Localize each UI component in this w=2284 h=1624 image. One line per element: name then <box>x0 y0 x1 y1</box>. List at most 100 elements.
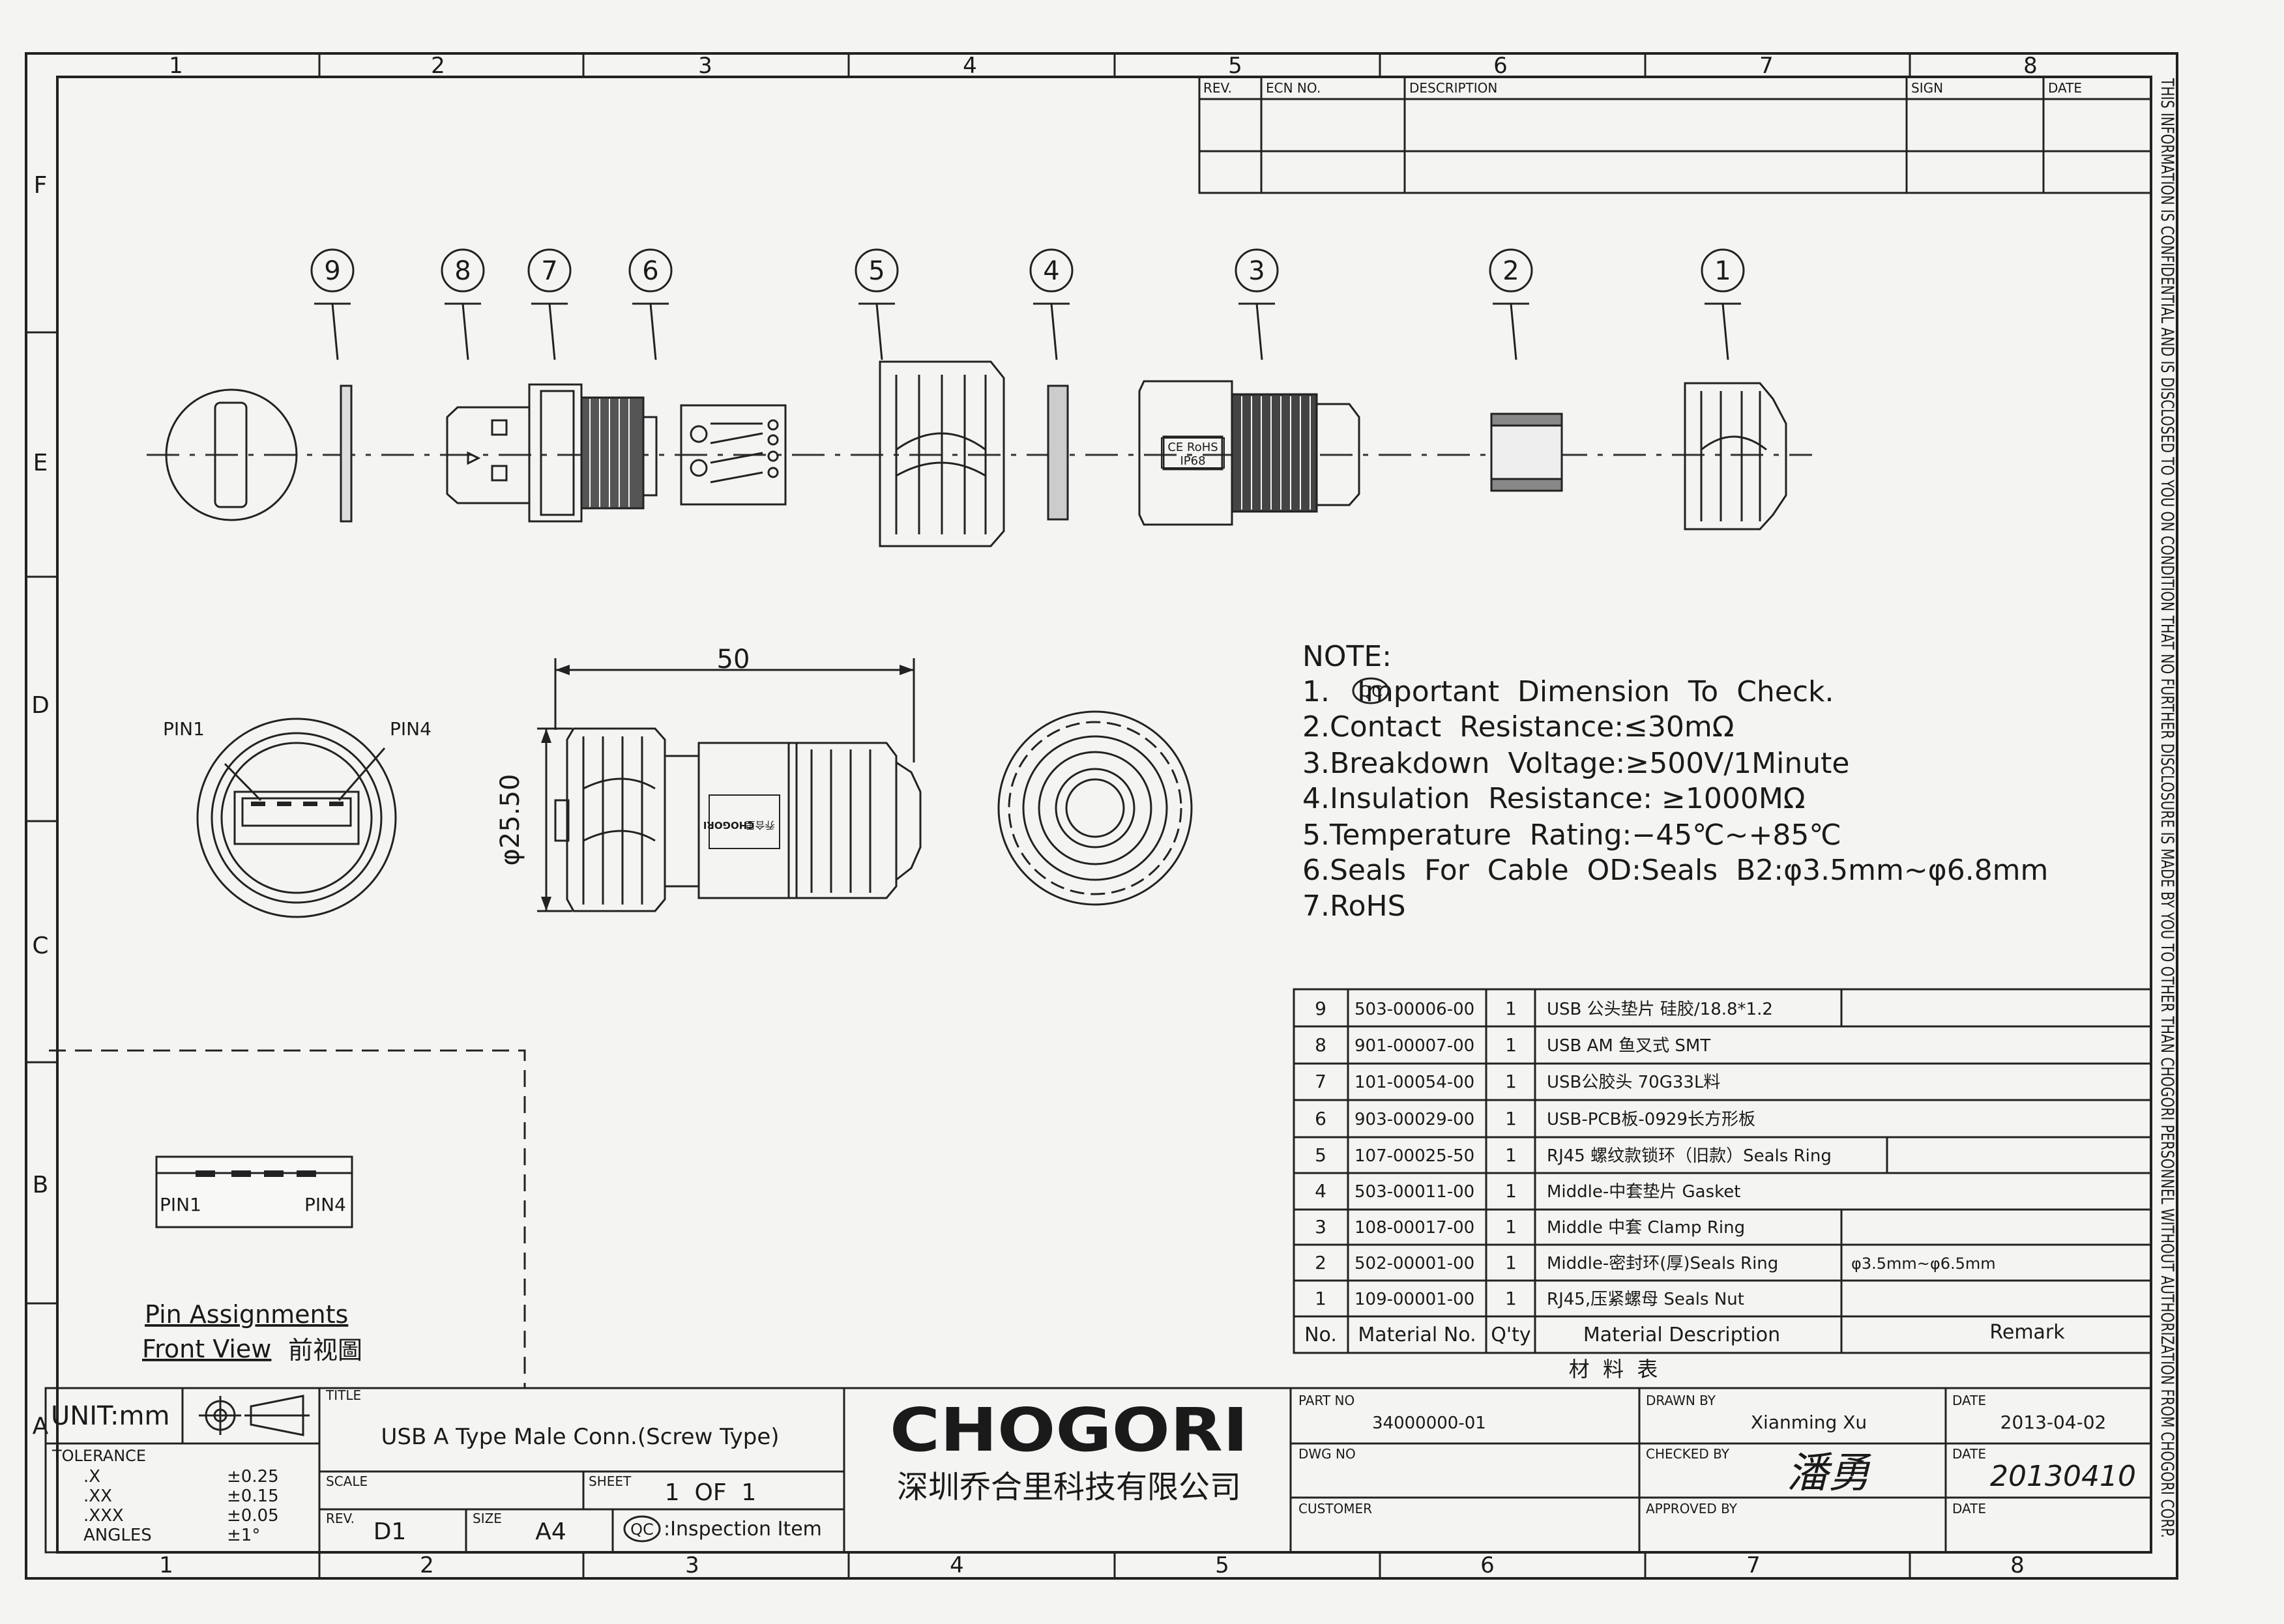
bom-no: 6 <box>1315 1108 1326 1129</box>
bom-description: RJ45 螺纹款锁环（旧款）Seals Ring <box>1547 1146 1832 1166</box>
bom-qty: 1 <box>1505 1288 1517 1309</box>
bom-description: RJ45,压紧螺母 Seals Nut <box>1547 1290 1744 1309</box>
bom-qty: 1 <box>1505 1108 1517 1129</box>
date-checked-value: 20130410 <box>1990 1460 2136 1493</box>
part-no-label: PART NO <box>1298 1393 1354 1408</box>
table-row: 6 903-00029-00 1 USB-PCB板-0929长方形板 <box>1315 1108 1755 1129</box>
qc-symbol-note <box>1352 677 1390 704</box>
dimension-arrows <box>541 665 914 911</box>
drawn-by-value: Xianming Xu <box>1751 1412 1867 1433</box>
zone-left-label: F <box>34 172 48 199</box>
note-1: 1. Important Dimension To Check. <box>1302 675 1834 708</box>
notes-block: NOTE: 1. Important Dimension To Check. 2… <box>1302 640 2048 923</box>
bom-rows: 9 503-00006-00 1 USB 公头垫片 硅胶/18.8*1.2 8 … <box>1304 998 2065 1346</box>
scale-label: SCALE <box>326 1473 368 1489</box>
bom-material-no: 502-00001-00 <box>1354 1254 1474 1273</box>
tolerance-label: TOLERANCE <box>51 1447 146 1465</box>
pin-assignment-pin4: PIN4 <box>304 1194 346 1215</box>
side-view-brand-cn: 乔合里 <box>745 819 774 831</box>
company-name-cn: 深圳乔合里科技有限公司 <box>897 1469 1241 1505</box>
bom-material-no: 107-00025-50 <box>1354 1146 1474 1166</box>
table-row: 1 109-00001-00 1 RJ45,压紧螺母 Seals Nut <box>1315 1288 1744 1309</box>
bom-material-no: 109-00001-00 <box>1354 1290 1474 1309</box>
pin-assignment-pin1: PIN1 <box>160 1194 201 1215</box>
zone-bottom-label: 7 <box>1746 1552 1761 1578</box>
title-block <box>44 1387 2152 1554</box>
qc-symbol-text: QC <box>1359 682 1383 701</box>
bom-description: USB-PCB板-0929长方形板 <box>1547 1110 1755 1129</box>
revision-block: REV. ECN NO. DESCRIPTION SIGN DATE <box>1198 76 2152 194</box>
tolerance-key: .XXX <box>83 1506 124 1526</box>
zone-bottom-label: 6 <box>1480 1552 1495 1578</box>
rev-label: REV. <box>326 1511 355 1526</box>
qc-inspection-note: :Inspection Item <box>664 1518 822 1541</box>
checked-by-label: CHECKED BY <box>1646 1446 1730 1462</box>
bom-no: 9 <box>1315 998 1326 1019</box>
bom-header-qty: Q'ty <box>1491 1324 1530 1346</box>
zone-top-label: 2 <box>431 53 445 79</box>
customer-label: CUSTOMER <box>1298 1501 1372 1516</box>
date-drawn-value: 2013-04-02 <box>2000 1412 2107 1433</box>
title-label: TITLE <box>325 1387 361 1403</box>
zone-top-label: 6 <box>1493 53 1508 79</box>
table-row: 8 901-00007-00 1 USB AM 鱼叉式 SMT <box>1315 1034 1710 1056</box>
size-value: A4 <box>535 1518 566 1545</box>
rev-value: D1 <box>373 1518 407 1545</box>
table-row: 3 108-00017-00 1 Middle 中套 Clamp Ring <box>1315 1216 1745 1238</box>
balloon-number: 7 <box>541 256 557 286</box>
connector-side-view <box>537 658 922 912</box>
note-7: 7.RoHS <box>1302 890 1406 923</box>
date-checked-label: DATE <box>1952 1446 1986 1462</box>
exploded-parts <box>165 360 1787 547</box>
zone-top-label: 4 <box>963 53 977 79</box>
length-dimension: 50 <box>717 645 750 674</box>
bom-material-no: 503-00011-00 <box>1354 1182 1474 1202</box>
front-view-caption-cn: 前视圖 <box>288 1336 362 1365</box>
zone-left-label: D <box>31 692 50 719</box>
bom-remark: φ3.5mm~φ6.5mm <box>1851 1254 1996 1273</box>
balloon-number: 3 <box>1248 256 1265 286</box>
qc-symbol-label: QC <box>630 1520 654 1539</box>
balloon-number: 2 <box>1502 256 1519 286</box>
zone-left-label: B <box>33 1172 49 1198</box>
bom-material-no: 901-00007-00 <box>1354 1036 1474 1056</box>
bom-no: 4 <box>1315 1180 1326 1202</box>
note-4: 4.Insulation Resistance: ≥1000MΩ <box>1302 782 1805 815</box>
pin-assignment-box <box>49 1049 526 1388</box>
size-label: SIZE <box>473 1511 502 1526</box>
company-logo: CHOGORI <box>890 1395 1248 1465</box>
side-view-brand: CHOGORI <box>703 819 755 831</box>
bom-qty: 1 <box>1505 998 1517 1019</box>
balloon-number: 9 <box>324 256 340 286</box>
pin-assignments-caption: Pin Assignments <box>145 1300 348 1329</box>
front-view-pin1: PIN1 <box>163 718 205 740</box>
ip-rating-label: IP68 <box>1180 454 1205 468</box>
front-view-pin4: PIN4 <box>390 718 432 740</box>
date-approved-label: DATE <box>1952 1501 1986 1516</box>
zone-bottom-label: 3 <box>685 1552 699 1578</box>
bom-qty: 1 <box>1505 1180 1517 1202</box>
front-view-pins <box>251 802 344 806</box>
table-row: 9 503-00006-00 1 USB 公头垫片 硅胶/18.8*1.2 <box>1315 998 1773 1019</box>
note-2: 2.Contact Resistance:≤30mΩ <box>1302 710 1734 744</box>
bom-qty: 1 <box>1505 1252 1517 1273</box>
bom-no: 2 <box>1315 1252 1326 1273</box>
sheet-value: 1 OF 1 <box>665 1479 757 1506</box>
bom-caption: 材 料 表 <box>1569 1357 1658 1382</box>
dwg-no-label: DWG NO <box>1298 1446 1356 1462</box>
connector-front-view <box>196 718 397 918</box>
ce-rohs-label: CE RoHS <box>1167 441 1218 454</box>
bom-description: USB AM 鱼叉式 SMT <box>1547 1036 1710 1056</box>
connector-rear-view <box>997 710 1193 906</box>
notes-heading: NOTE: <box>1302 640 1392 673</box>
tolerance-value: ±1° <box>227 1526 260 1545</box>
bom-table <box>1293 988 2152 1354</box>
bom-no: 8 <box>1315 1034 1326 1056</box>
zone-left-label: C <box>32 933 48 959</box>
balloon-number: 1 <box>1714 256 1731 286</box>
description-header: DESCRIPTION <box>1409 80 1497 96</box>
balloon-number: 5 <box>868 256 885 286</box>
table-row: 5 107-00025-50 1 RJ45 螺纹款锁环（旧款）Seals Rin… <box>1315 1144 1832 1166</box>
bom-header-row: No. Material No. Q'ty Material Descripti… <box>1304 1321 2065 1346</box>
